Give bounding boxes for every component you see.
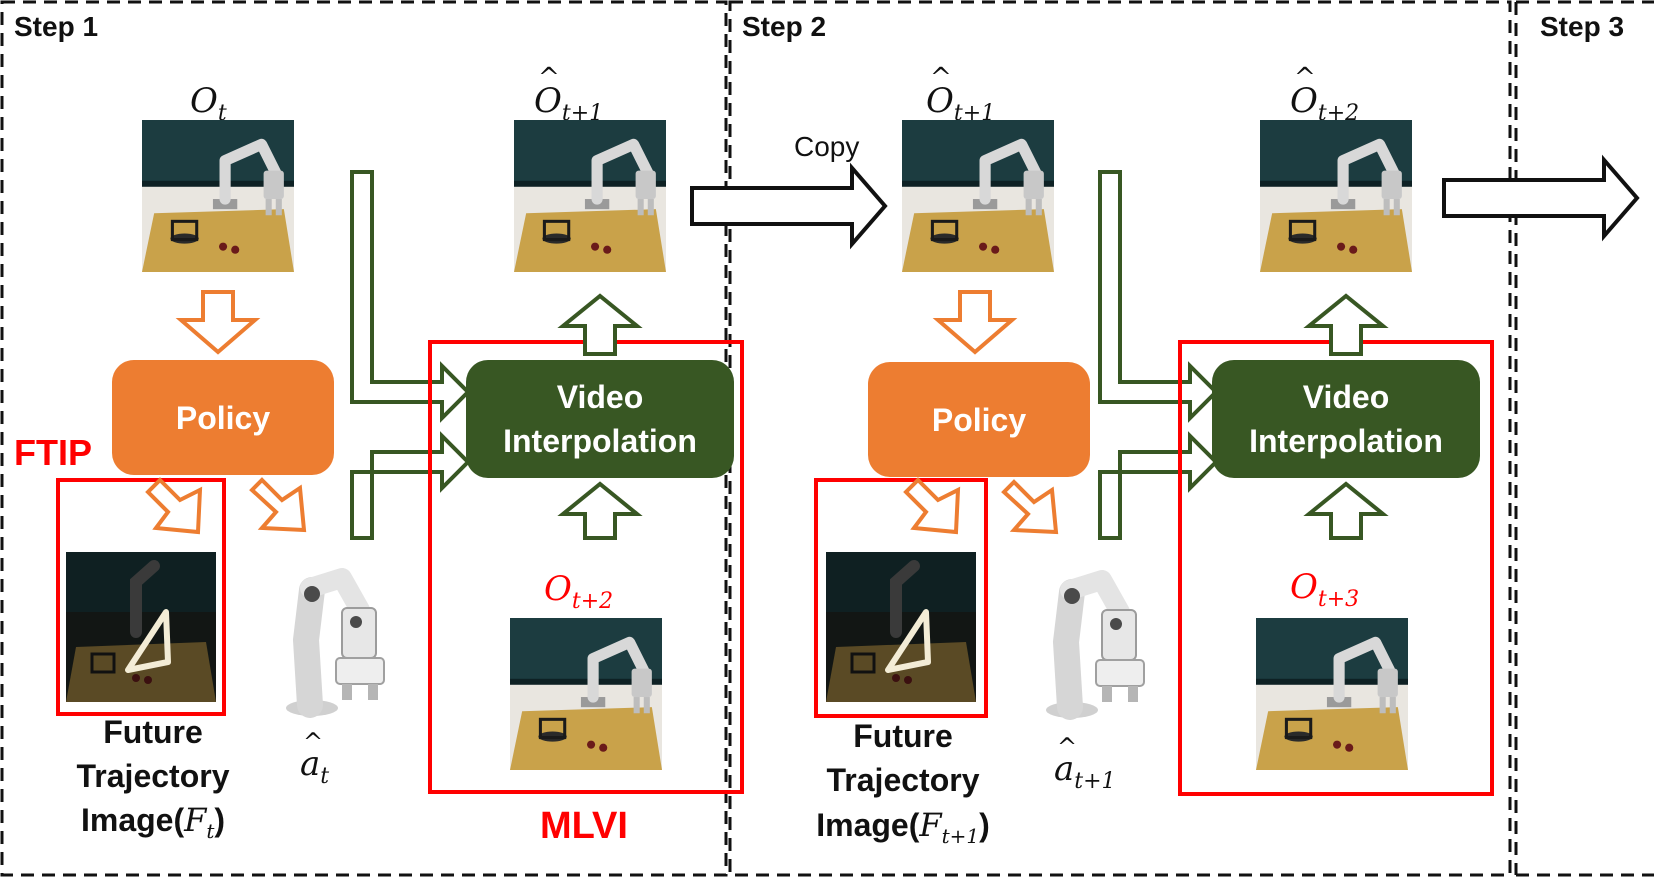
future-trajectory-image-2 xyxy=(826,552,976,702)
copy-label: Copy xyxy=(794,131,859,162)
obs-future-label-1: Ot+2 xyxy=(544,569,613,614)
obs-out-hat-1: ^ xyxy=(538,63,560,93)
obs-future-image-2 xyxy=(1256,618,1408,770)
mlvi-label: MLVI xyxy=(540,805,628,847)
arrow-obs-to-policy-2 xyxy=(932,290,1018,355)
copy-arrow xyxy=(690,162,888,250)
obs-in-image-1 xyxy=(142,120,294,272)
policy-block-2 xyxy=(868,362,1090,477)
action-hat-1: ^ xyxy=(303,728,323,756)
ftip-highlight-box-1 xyxy=(56,478,226,716)
step-3-frame: Step 3 xyxy=(1514,0,1654,877)
robot-arm-action-icon-2 xyxy=(1046,580,1144,718)
fti-label-line1-2: Future xyxy=(853,718,953,754)
arrow-policy-to-fti-2 xyxy=(903,477,961,535)
step-2-frame: Step 2 xyxy=(728,0,1512,877)
step-2-label: Step 2 xyxy=(742,11,826,42)
obs-out-image-1 xyxy=(514,120,666,272)
obs-future-image-1 xyxy=(510,618,662,770)
next-step-arrow xyxy=(1442,154,1640,242)
arrow-fti-to-interp-bottom-2 xyxy=(1098,431,1219,540)
obs-in-label-1: Ot xyxy=(190,81,227,126)
arrow-interp-to-obs-out-1 xyxy=(557,293,643,356)
action-label-1: at xyxy=(300,744,329,789)
arrow-future-obs-to-interp-2 xyxy=(1303,481,1389,540)
future-trajectory-image-1 xyxy=(66,552,216,702)
arrow-obs-to-interp-top-1 xyxy=(350,170,471,423)
interp-label-line1-2: Video xyxy=(1303,379,1390,415)
video-interpolation-block-1 xyxy=(466,360,734,478)
action-label-2: at+1 xyxy=(1054,749,1116,794)
fti-label-line2-2: Trajectory xyxy=(827,762,980,798)
obs-in-hat-2: ^ xyxy=(930,63,952,93)
arrow-obs-to-policy-1 xyxy=(175,290,261,355)
fti-label-line2-1: Trajectory xyxy=(77,758,230,794)
obs-out-hat-2: ^ xyxy=(1294,63,1316,93)
arrow-policy-to-action-2 xyxy=(1001,479,1059,535)
interp-label-line2-2: Interpolation xyxy=(1249,423,1443,459)
obs-in-image-2 xyxy=(902,120,1054,272)
policy-label-1: Policy xyxy=(176,400,270,436)
fti-label-line3-2: Image(Ft+1) xyxy=(816,806,990,848)
policy-block-1 xyxy=(112,360,334,475)
ftip-highlight-box-2 xyxy=(814,478,988,718)
video-interpolation-block-2 xyxy=(1212,360,1480,478)
ftip-label: FTIP xyxy=(14,432,92,473)
arrow-future-obs-to-interp-1 xyxy=(557,481,643,540)
step-3-label: Step 3 xyxy=(1540,11,1624,42)
policy-label-2: Policy xyxy=(932,402,1026,438)
arrow-fti-to-interp-bottom-1 xyxy=(350,431,471,540)
obs-out-image-2 xyxy=(1260,120,1412,272)
obs-future-label-2: Ot+3 xyxy=(1290,567,1359,612)
arrow-policy-to-action-1 xyxy=(249,477,307,533)
interp-label-line1-1: Video xyxy=(557,379,644,415)
step-1-label: Step 1 xyxy=(14,11,98,42)
arrow-obs-to-interp-top-2 xyxy=(1098,170,1219,423)
action-hat-2: ^ xyxy=(1057,733,1077,761)
robot-arm-action-icon-1 xyxy=(286,578,384,716)
interp-label-line2-1: Interpolation xyxy=(503,423,697,459)
fti-label-line1-1: Future xyxy=(103,714,203,750)
fti-label-line3-1: Image(Ft) xyxy=(81,801,225,843)
arrow-interp-to-obs-out-2 xyxy=(1303,293,1389,356)
arrow-policy-to-fti-1 xyxy=(145,477,203,535)
